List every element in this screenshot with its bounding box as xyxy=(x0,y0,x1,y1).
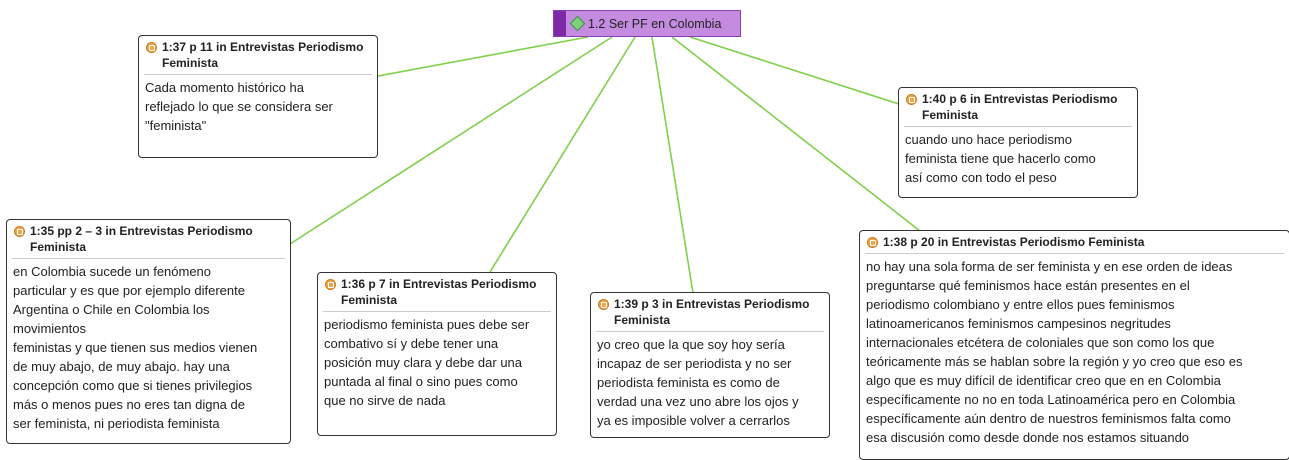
quote-node-q136[interactable]: 1:36 p 7 in Entrevistas Periodismo Femin… xyxy=(317,272,557,436)
quote-title: 1:37 p 11 in Entrevistas Periodismo Femi… xyxy=(162,40,364,70)
link-q139 xyxy=(651,36,694,294)
link-q138 xyxy=(671,36,921,232)
link-q135 xyxy=(289,36,613,245)
quote-node-q137[interactable]: 1:37 p 11 in Entrevistas Periodismo Femi… xyxy=(138,35,378,158)
quote-title: 1:36 p 7 in Entrevistas Periodismo Femin… xyxy=(341,277,537,307)
quotation-icon xyxy=(598,299,609,310)
quote-title: 1:40 p 6 in Entrevistas Periodismo Femin… xyxy=(922,92,1118,122)
quote-text: periodismo feminista pues debe ser comba… xyxy=(324,317,530,408)
quote-text: cuando uno hace periodismo feminista tie… xyxy=(905,132,1096,185)
quotation-icon xyxy=(14,226,25,237)
quote-title: 1:38 p 20 in Entrevistas Periodismo Femi… xyxy=(883,235,1145,249)
quote-node-q139[interactable]: 1:39 p 3 in Entrevistas Periodismo Femin… xyxy=(590,292,830,438)
link-q136 xyxy=(489,36,636,273)
code-color-bar xyxy=(554,11,566,36)
quote-text: Cada momento histórico ha reflejado lo q… xyxy=(145,80,333,133)
quotation-icon xyxy=(325,279,336,290)
link-q137 xyxy=(377,36,589,77)
link-q140 xyxy=(689,36,900,105)
quote-title: 1:39 p 3 in Entrevistas Periodismo Femin… xyxy=(614,297,810,327)
code-node[interactable]: 1.2 Ser PF en Colombia xyxy=(553,10,741,37)
quotation-icon xyxy=(867,237,878,248)
quote-title: 1:35 pp 2 – 3 in Entrevistas Periodismo … xyxy=(30,224,253,254)
code-label: 1.2 Ser PF en Colombia xyxy=(588,16,722,31)
quote-text: en Colombia sucede un fenómeno particula… xyxy=(13,264,258,431)
quote-text: no hay una sola forma de ser feminista y… xyxy=(866,259,1243,445)
quote-text: yo creo que la que soy hoy sería incapaz… xyxy=(597,337,799,428)
quote-node-q135[interactable]: 1:35 pp 2 – 3 in Entrevistas Periodismo … xyxy=(6,219,291,444)
quote-node-q140[interactable]: 1:40 p 6 in Entrevistas Periodismo Femin… xyxy=(898,87,1138,198)
code-diamond-icon xyxy=(569,15,585,32)
quote-node-q138[interactable]: 1:38 p 20 in Entrevistas Periodismo Femi… xyxy=(859,230,1289,460)
quotation-icon xyxy=(906,94,917,105)
quotation-icon xyxy=(146,42,157,53)
